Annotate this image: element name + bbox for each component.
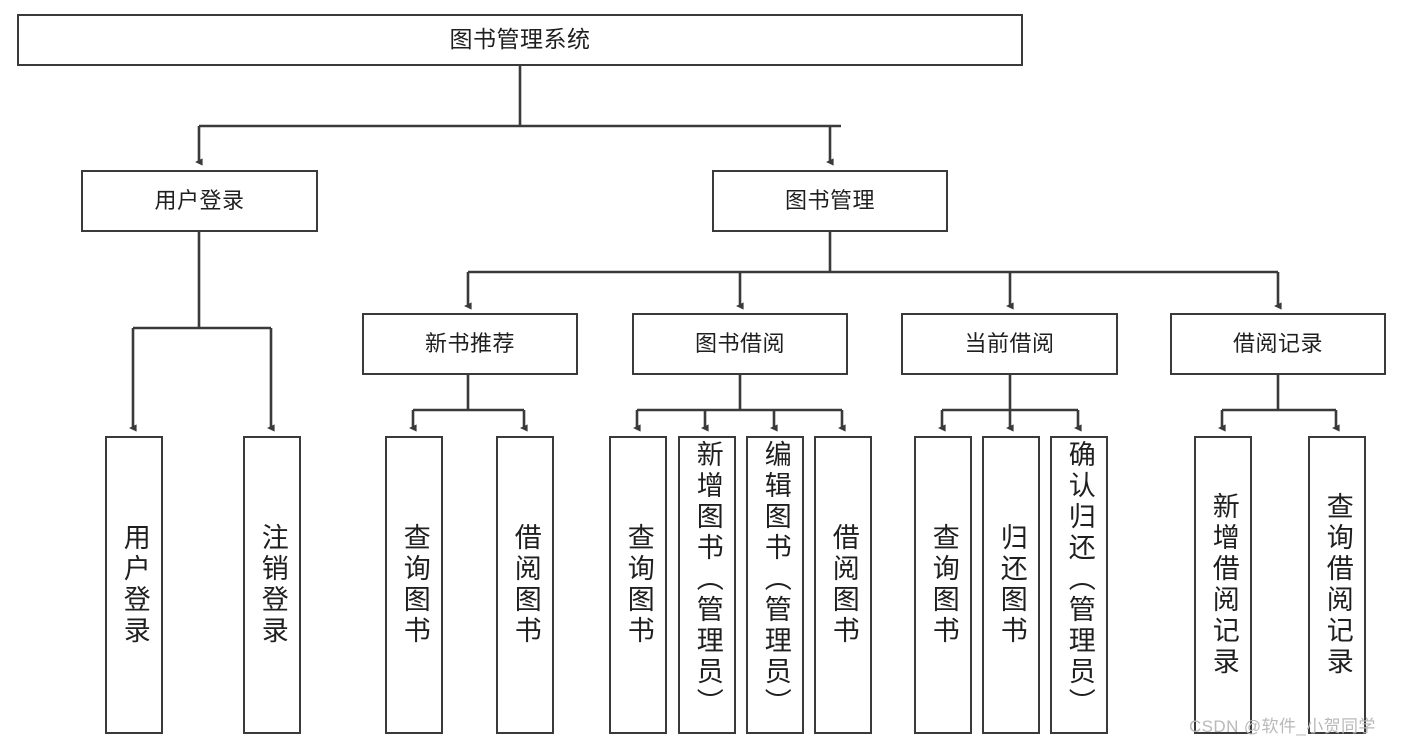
node-label: 查询图书 bbox=[928, 523, 959, 647]
node-label: 借阅记录 bbox=[1232, 331, 1323, 357]
node-label: 图书借阅 bbox=[694, 331, 785, 357]
node-leaf-query-book-1[interactable]: 查询图书 bbox=[385, 436, 443, 734]
node-label: 当前借阅 bbox=[964, 331, 1055, 357]
node-new-book-rec[interactable]: 新书推荐 bbox=[362, 313, 578, 375]
node-leaf-query-book-3[interactable]: 查询图书 bbox=[914, 436, 972, 734]
node-leaf-query-record[interactable]: 查询借阅记录 bbox=[1308, 436, 1366, 734]
node-leaf-logout[interactable]: 注销登录 bbox=[243, 436, 301, 734]
node-label: 查询图书 bbox=[399, 523, 430, 647]
node-leaf-add-record[interactable]: 新增借阅记录 bbox=[1194, 436, 1252, 734]
node-label: 图书管理系统 bbox=[449, 26, 591, 53]
node-label: 借阅图书 bbox=[510, 523, 541, 647]
node-label: 查询借阅记录 bbox=[1322, 492, 1353, 678]
node-user-login[interactable]: 用户登录 bbox=[81, 170, 318, 232]
node-label: 确认归还（管理员） bbox=[1064, 440, 1095, 719]
node-leaf-query-book-2[interactable]: 查询图书 bbox=[609, 436, 667, 734]
node-label: 用户登录 bbox=[119, 523, 150, 647]
node-label: 借阅图书 bbox=[828, 523, 859, 647]
node-leaf-edit-book[interactable]: 编辑图书（管理员） bbox=[746, 436, 804, 734]
node-label: 查询图书 bbox=[623, 523, 654, 647]
node-leaf-borrow-book-1[interactable]: 借阅图书 bbox=[496, 436, 554, 734]
node-label: 用户登录 bbox=[154, 188, 245, 214]
node-label: 新增借阅记录 bbox=[1208, 492, 1239, 678]
node-book-manage[interactable]: 图书管理 bbox=[712, 170, 948, 232]
node-book-borrow[interactable]: 图书借阅 bbox=[632, 313, 848, 375]
node-leaf-borrow-book-2[interactable]: 借阅图书 bbox=[814, 436, 872, 734]
node-leaf-add-book[interactable]: 新增图书（管理员） bbox=[678, 436, 736, 734]
node-label: 新增图书（管理员） bbox=[692, 440, 723, 719]
node-label: 注销登录 bbox=[257, 523, 288, 647]
node-leaf-user-login[interactable]: 用户登录 bbox=[105, 436, 163, 734]
node-label: 归还图书 bbox=[996, 523, 1027, 647]
node-leaf-return-book[interactable]: 归还图书 bbox=[982, 436, 1040, 734]
csdn-watermark: CSDN @软件_小贺同学 bbox=[1189, 717, 1376, 736]
node-leaf-confirm-return[interactable]: 确认归还（管理员） bbox=[1050, 436, 1108, 734]
node-current-borrow[interactable]: 当前借阅 bbox=[901, 313, 1118, 375]
node-label: 图书管理 bbox=[784, 188, 875, 214]
node-label: 新书推荐 bbox=[424, 331, 515, 357]
node-borrow-record[interactable]: 借阅记录 bbox=[1170, 313, 1386, 375]
node-label: 编辑图书（管理员） bbox=[760, 440, 791, 719]
node-root-system[interactable]: 图书管理系统 bbox=[17, 14, 1023, 66]
